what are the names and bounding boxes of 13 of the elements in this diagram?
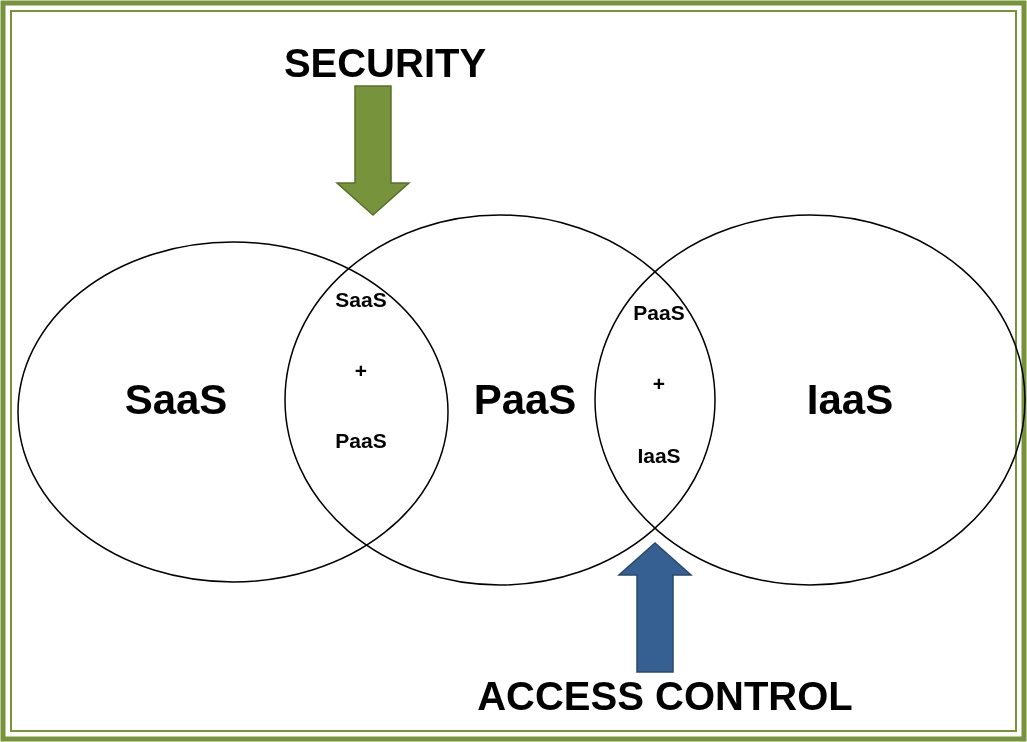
arrow-caption: SECURITY [283, 40, 487, 86]
block-arrow [335, 85, 411, 216]
plus-sign: + [652, 372, 666, 396]
arrow-caption: ACCESS CONTROL [477, 673, 853, 719]
overlap-label: PaaS [335, 429, 387, 453]
overlap-label: PaaS [633, 301, 685, 325]
circle-label: PaaS [473, 376, 577, 424]
circle-label: IaaS [806, 376, 894, 424]
overlap-label: SaaS [335, 288, 387, 312]
overlap-label: IaaS [637, 444, 681, 468]
circle-label: SaaS [124, 376, 228, 424]
block-arrow [617, 542, 693, 673]
plus-sign: + [354, 359, 368, 383]
